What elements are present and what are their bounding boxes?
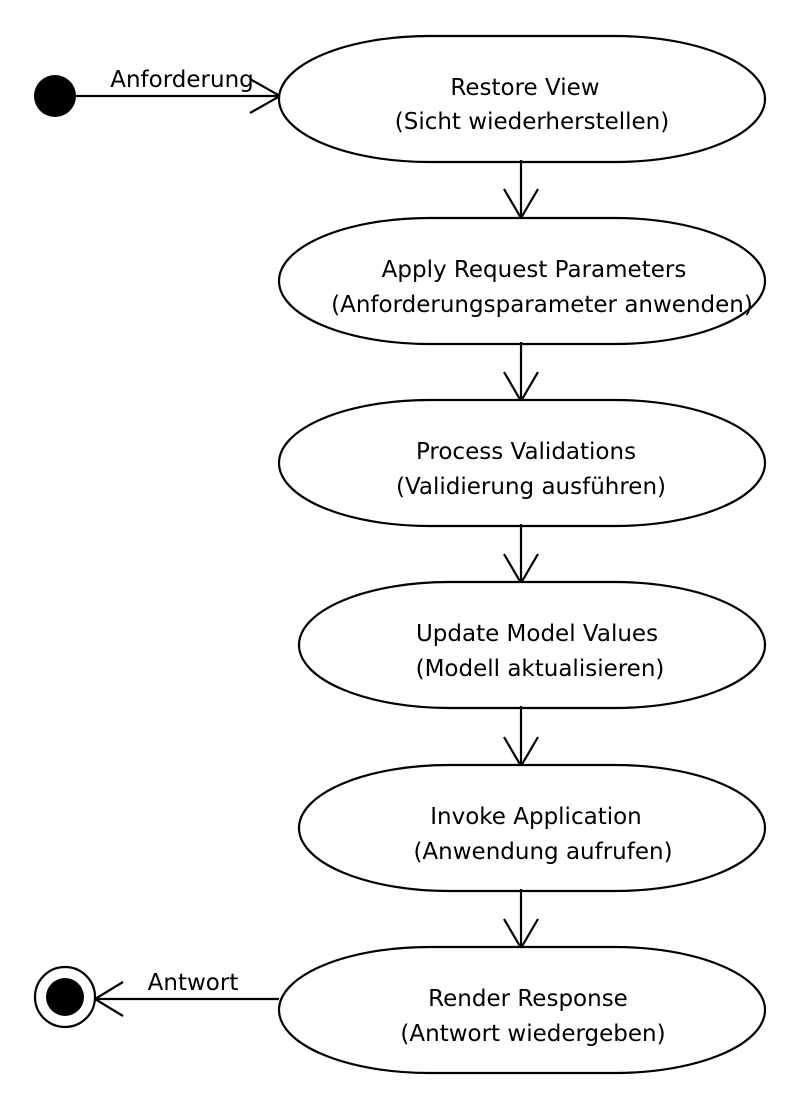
- state-apply-request-parameters: Apply Request Parameters (Anforderungspa…: [277, 216, 767, 346]
- transition-arrow: [503, 706, 539, 769]
- state-subtitle: (Validierung ausführen): [396, 474, 666, 500]
- transition-arrow: [503, 524, 539, 586]
- state-subtitle: (Sicht wiederherstellen): [395, 109, 669, 135]
- state-subtitle: (Modell aktualisieren): [416, 656, 665, 682]
- state-title: Update Model Values: [416, 621, 658, 647]
- state-render-response: Render Response (Antwort wiedergeben): [277, 945, 767, 1075]
- state-subtitle: (Anwendung aufrufen): [413, 839, 672, 865]
- state-update-model-values: Update Model Values (Modell aktualisiere…: [297, 580, 767, 710]
- state-process-validations: Process Validations (Validierung ausführ…: [277, 398, 767, 528]
- state-title: Invoke Application: [430, 804, 642, 830]
- end-transition-label: Antwort: [148, 970, 239, 996]
- state-subtitle: (Antwort wiedergeben): [400, 1021, 665, 1047]
- state-restore-view: Restore View (Sicht wiederherstellen): [277, 34, 767, 164]
- transition-arrow: [503, 342, 539, 404]
- transition-arrow: [503, 889, 539, 951]
- final-node: [33, 965, 97, 1029]
- transition-arrow: [503, 160, 539, 221]
- state-invoke-application: Invoke Application (Anwendung aufrufen): [297, 763, 767, 893]
- state-title: Restore View: [450, 75, 599, 101]
- initial-node: [34, 75, 76, 117]
- state-title: Render Response: [428, 986, 628, 1012]
- start-transition-label: Anforderung: [110, 67, 254, 93]
- state-title: Process Validations: [416, 439, 636, 465]
- state-subtitle: (Anforderungsparameter anwenden): [331, 292, 753, 318]
- state-title: Apply Request Parameters: [382, 257, 687, 283]
